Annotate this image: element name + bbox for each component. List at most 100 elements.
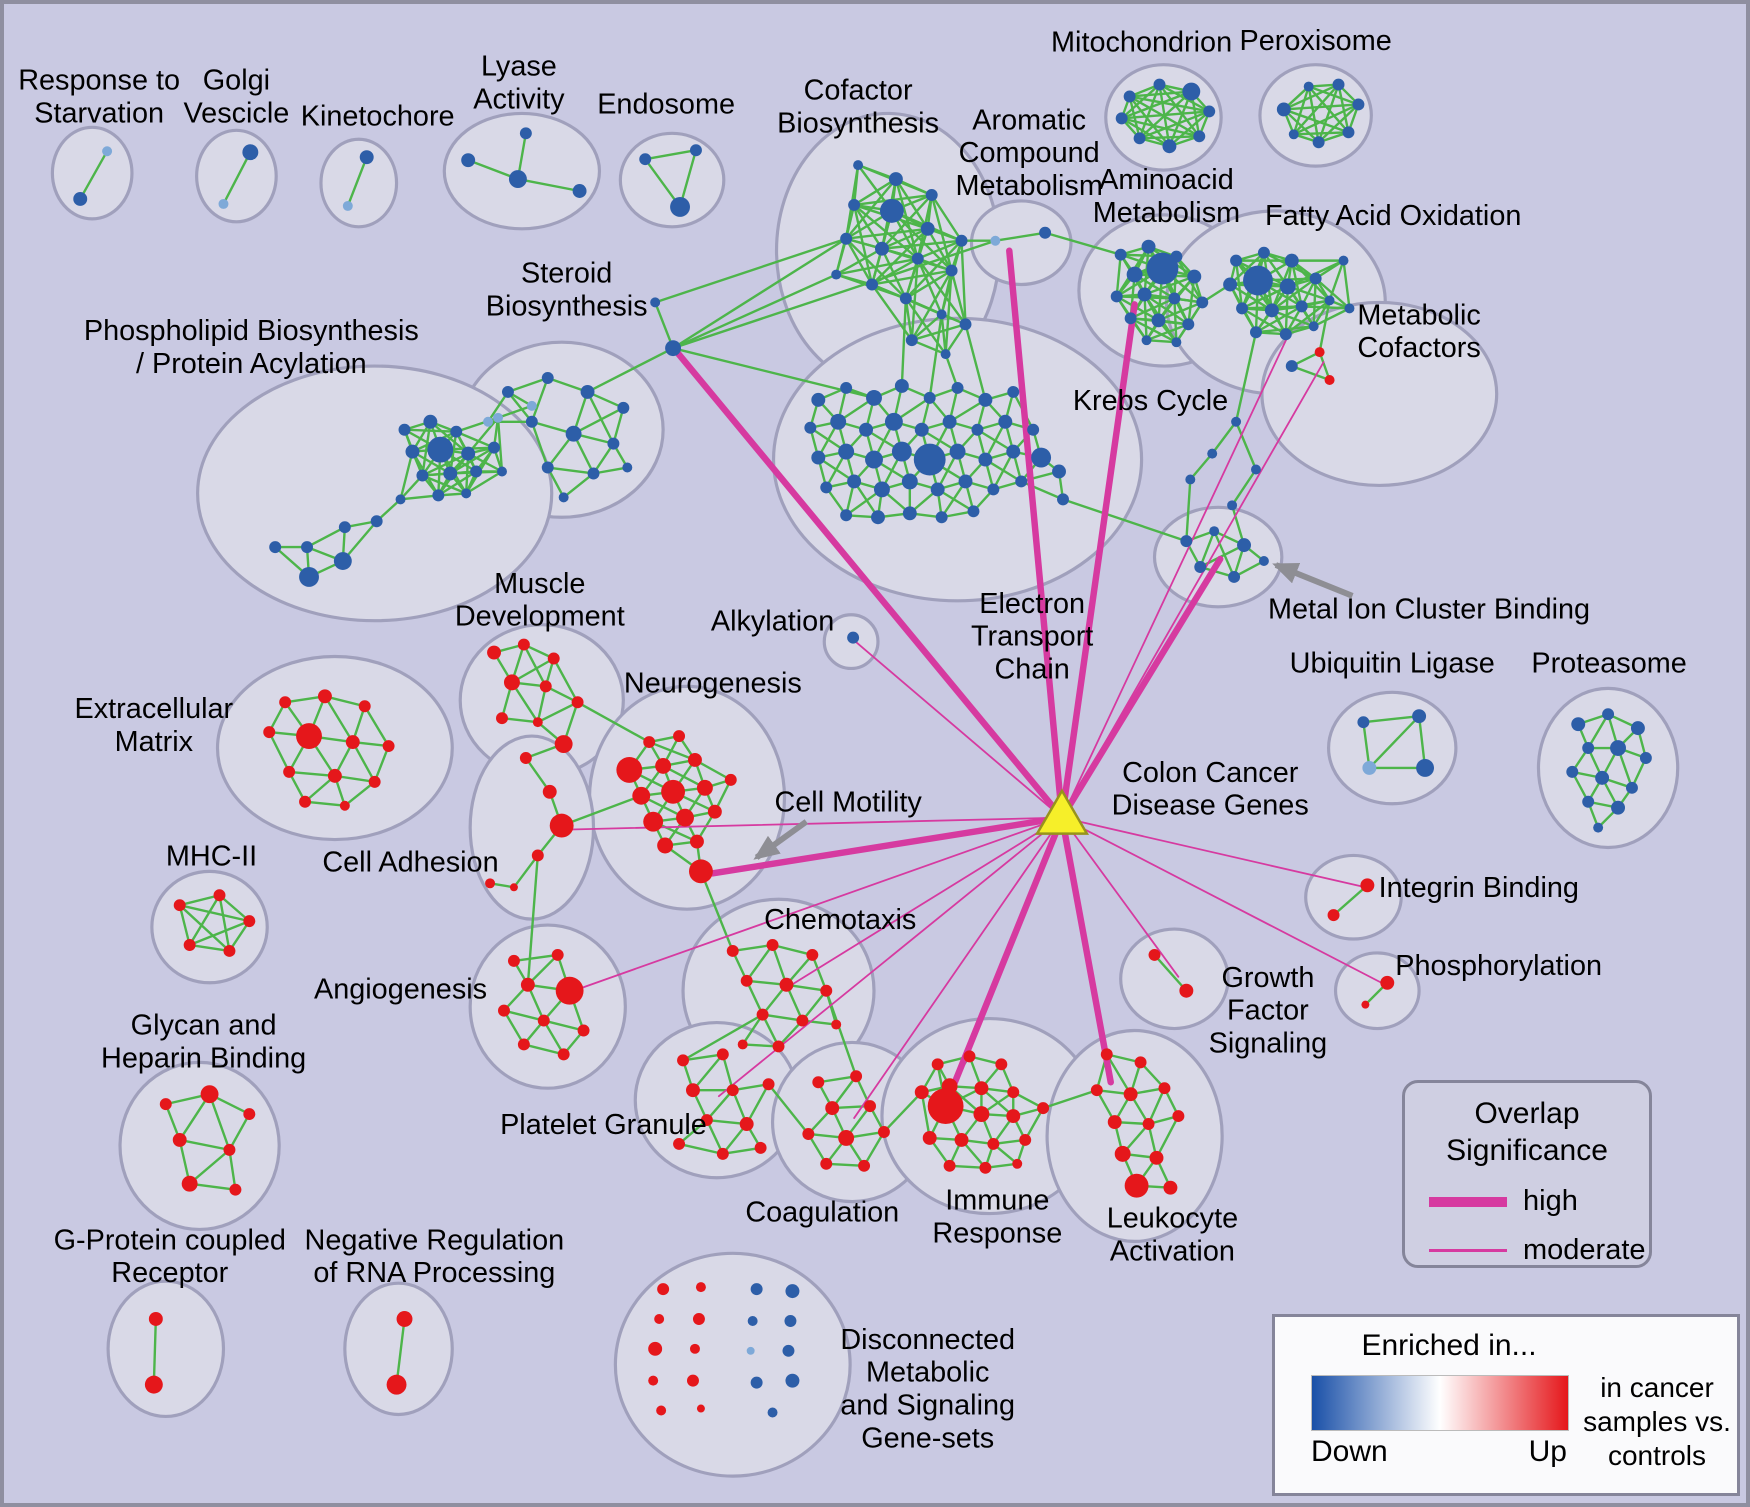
gene-set-node[interactable]: [695, 1282, 706, 1293]
gene-set-node[interactable]: [488, 441, 501, 454]
gene-set-node[interactable]: [183, 939, 196, 951]
gene-set-node[interactable]: [945, 264, 958, 277]
gene-set-node[interactable]: [940, 349, 951, 360]
gene-set-node[interactable]: [1158, 1082, 1171, 1095]
gene-set-node[interactable]: [1107, 1115, 1122, 1129]
gene-set-node[interactable]: [508, 170, 527, 189]
gene-set-node[interactable]: [1257, 246, 1270, 259]
gene-set-node[interactable]: [689, 1343, 700, 1354]
gene-set-node[interactable]: [1151, 313, 1166, 328]
gene-set-node[interactable]: [811, 450, 826, 465]
gene-set-node[interactable]: [692, 1313, 705, 1325]
gene-set-node[interactable]: [617, 401, 630, 414]
gene-set-node[interactable]: [931, 1058, 944, 1071]
gene-set-node[interactable]: [368, 775, 381, 788]
gene-set-node[interactable]: [914, 1085, 929, 1100]
gene-set-node[interactable]: [1182, 82, 1201, 101]
gene-set-node[interactable]: [1639, 752, 1652, 764]
gene-set-node[interactable]: [317, 689, 332, 704]
gene-set-node[interactable]: [785, 1373, 800, 1388]
gene-set-node[interactable]: [503, 674, 520, 691]
gene-set-node[interactable]: [1314, 347, 1325, 358]
gene-set-node[interactable]: [782, 1344, 795, 1357]
gene-set-node[interactable]: [554, 735, 573, 754]
gene-set-node[interactable]: [73, 191, 88, 206]
gene-set-node[interactable]: [858, 1159, 871, 1172]
gene-set-node[interactable]: [339, 800, 350, 811]
gene-set-node[interactable]: [1324, 375, 1335, 385]
gene-set-node[interactable]: [423, 414, 438, 429]
gene-set-node[interactable]: [541, 372, 554, 384]
gene-set-node[interactable]: [148, 1312, 163, 1326]
gene-set-node[interactable]: [657, 837, 674, 854]
gene-set-node[interactable]: [1142, 1118, 1155, 1130]
gene-set-node[interactable]: [1031, 447, 1052, 468]
gene-set-node[interactable]: [144, 1375, 163, 1394]
gene-set-node[interactable]: [557, 1048, 570, 1061]
gene-set-node[interactable]: [925, 189, 938, 201]
gene-set-node[interactable]: [951, 381, 964, 394]
gene-set-node[interactable]: [1168, 292, 1181, 305]
gene-set-node[interactable]: [1146, 252, 1179, 285]
gene-set-node[interactable]: [978, 392, 993, 407]
gene-set-node[interactable]: [213, 889, 226, 902]
gene-set-node[interactable]: [1243, 265, 1273, 296]
gene-set-node[interactable]: [1258, 556, 1269, 567]
gene-set-node[interactable]: [853, 160, 864, 171]
gene-set-node[interactable]: [450, 425, 463, 438]
gene-set-node[interactable]: [558, 492, 569, 503]
gene-set-node[interactable]: [1416, 758, 1435, 777]
gene-set-node[interactable]: [327, 768, 342, 783]
gene-set-node[interactable]: [935, 511, 948, 524]
gene-set-node[interactable]: [526, 400, 537, 411]
gene-set-node[interactable]: [914, 422, 929, 437]
gene-set-node[interactable]: [1207, 448, 1218, 459]
gene-set-node[interactable]: [677, 1054, 689, 1067]
gene-set-node[interactable]: [943, 1159, 956, 1172]
gene-set-node[interactable]: [517, 1038, 530, 1051]
gene-set-node[interactable]: [847, 631, 860, 644]
gene-set-node[interactable]: [1141, 335, 1152, 346]
gene-set-node[interactable]: [979, 1161, 992, 1174]
gene-set-node[interactable]: [102, 146, 113, 157]
gene-set-node[interactable]: [750, 1283, 763, 1296]
gene-set-node[interactable]: [1037, 1102, 1050, 1115]
gene-set-node[interactable]: [1187, 269, 1202, 284]
gene-set-node[interactable]: [838, 1129, 855, 1146]
gene-set-node[interactable]: [689, 144, 702, 157]
gene-set-node[interactable]: [936, 309, 947, 320]
gene-set-node[interactable]: [871, 510, 885, 525]
gene-set-node[interactable]: [1172, 1110, 1185, 1123]
gene-set-node[interactable]: [1133, 132, 1146, 145]
gene-set-node[interactable]: [243, 1108, 256, 1121]
gene-set-node[interactable]: [902, 506, 917, 521]
gene-set-node[interactable]: [1303, 81, 1314, 92]
gene-set-node[interactable]: [1602, 708, 1615, 721]
gene-set-node[interactable]: [963, 1050, 976, 1063]
gene-set-node[interactable]: [1006, 1109, 1021, 1124]
gene-set-node[interactable]: [229, 1183, 242, 1196]
gene-set-node[interactable]: [1134, 1056, 1147, 1069]
gene-set-node[interactable]: [580, 384, 595, 399]
gene-set-node[interactable]: [654, 1314, 665, 1324]
gene-set-node[interactable]: [1196, 296, 1209, 309]
gene-set-node[interactable]: [959, 318, 972, 331]
gene-set-node[interactable]: [888, 172, 903, 187]
gene-set-node[interactable]: [269, 541, 282, 554]
gene-set-node[interactable]: [1352, 98, 1365, 111]
gene-set-node[interactable]: [884, 412, 903, 431]
gene-set-node[interactable]: [927, 1088, 964, 1125]
gene-set-node[interactable]: [565, 425, 582, 442]
gene-set-node[interactable]: [283, 765, 296, 778]
gene-set-node[interactable]: [811, 392, 826, 407]
gene-set-node[interactable]: [740, 974, 753, 987]
gene-set-node[interactable]: [971, 423, 984, 436]
gene-set-node[interactable]: [485, 878, 496, 889]
gene-set-node[interactable]: [648, 1341, 663, 1356]
gene-set-node[interactable]: [905, 334, 918, 347]
colon-cancer-hub-node[interactable]: [1034, 788, 1090, 835]
gene-set-node[interactable]: [866, 389, 882, 406]
gene-set-node[interactable]: [173, 899, 186, 912]
gene-set-node[interactable]: [820, 481, 833, 494]
gene-set-node[interactable]: [840, 381, 853, 394]
